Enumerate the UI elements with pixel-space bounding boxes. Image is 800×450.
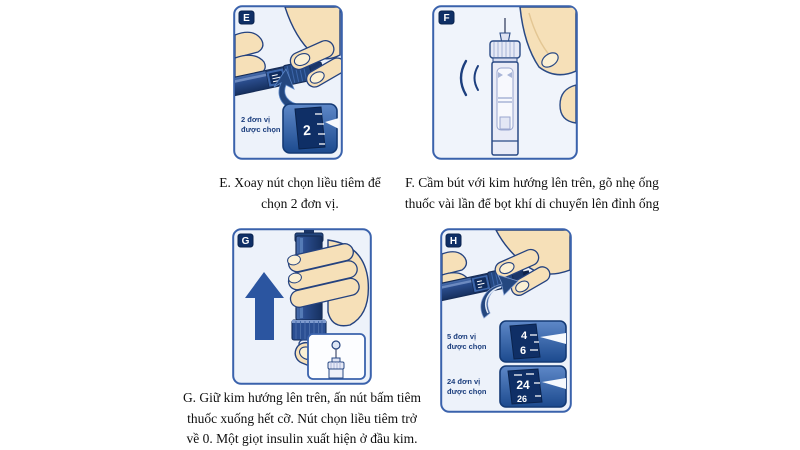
rotate-arrow-icon xyxy=(273,68,302,112)
panel-e-illustration: 2 2 đơn vị được chọn E xyxy=(233,5,343,160)
dose-window xyxy=(474,277,488,290)
step-badge-e: E xyxy=(238,10,255,25)
caption-g: G. Giữ kim hướng lên trên, ấn nút bấm ti… xyxy=(166,388,438,450)
inset1-label-line2: được chọn xyxy=(447,342,487,351)
inset-label-line1: 2 đơn vị xyxy=(241,115,270,124)
tap-motion-icon xyxy=(459,59,479,97)
dial-pointer xyxy=(325,118,339,129)
panel-e: 2 2 đơn vị được chọn E xyxy=(233,5,343,160)
dial-top: 4 xyxy=(521,330,528,342)
caption-g-line1: G. Giữ kim hướng lên trên, ấn nút bấm ti… xyxy=(182,390,422,405)
panel-h-illustration: 4 6 5 đơn vị được chọn 24 26 24 đ xyxy=(440,228,572,413)
left-hand xyxy=(235,31,266,80)
dial-pointer xyxy=(540,333,566,344)
caption-e-line1: E. Xoay nút chọn liều tiêm để xyxy=(219,175,381,190)
panel-f: F xyxy=(432,5,578,160)
inset1-label-line1: 5 đơn vị xyxy=(447,332,476,341)
step-letter: E xyxy=(243,13,250,24)
caption-g-line2: thuốc xuống hết cỡ. Nút chọn liều tiêm t… xyxy=(187,410,417,426)
panel-g: G xyxy=(232,228,372,385)
caption-f-line2: thuốc vài lần để bọt khí di chuyển lên đ… xyxy=(404,196,660,211)
panel-f-illustration: F xyxy=(432,5,578,160)
dose-inset-e: 2 xyxy=(282,103,339,154)
up-arrow-icon xyxy=(245,272,284,340)
step-badge-g: G xyxy=(237,233,254,248)
dose-inset-24: 24 26 xyxy=(499,365,567,408)
insulin-droplet-icon xyxy=(331,340,341,350)
inset2-label-line1: 24 đơn vị xyxy=(447,377,480,386)
insulin-pen-upright xyxy=(489,18,521,156)
rotate-arrow-icon xyxy=(480,274,519,319)
second-finger xyxy=(559,84,576,124)
right-hand xyxy=(284,7,341,88)
inset2-label-line2: được chọn xyxy=(447,387,487,396)
step-badge-f: F xyxy=(438,10,455,25)
step-letter: F xyxy=(443,13,449,24)
dial-bottom: 6 xyxy=(520,345,526,357)
step-letter: H xyxy=(450,236,457,247)
caption-f: F. Cầm bút với kim hướng lên trên, gõ nh… xyxy=(383,172,681,214)
tapping-finger xyxy=(519,7,576,76)
dose-inset-5: 4 6 xyxy=(499,320,567,363)
dial-value: 2 xyxy=(302,122,311,139)
panel-h: 4 6 5 đơn vị được chọn 24 26 24 đ xyxy=(440,228,572,413)
caption-e-line2: chọn 2 đơn vị. xyxy=(261,196,339,211)
droplet-inset xyxy=(307,333,366,380)
caption-e: E. Xoay nút chọn liều tiêm để chọn 2 đơn… xyxy=(190,172,410,214)
step-badge-h: H xyxy=(445,233,462,248)
step-letter: G xyxy=(242,236,250,247)
dial-bottom: 26 xyxy=(517,394,527,404)
caption-f-line1: F. Cầm bút với kim hướng lên trên, gõ nh… xyxy=(405,175,659,190)
dial-pointer xyxy=(542,378,566,389)
inset-label-line2: được chọn xyxy=(241,125,281,134)
caption-g-line3: về 0. Một giọt insulin xuất hiện ở đầu k… xyxy=(186,431,418,446)
dial-top: 24 xyxy=(516,378,530,392)
right-hand xyxy=(494,230,570,296)
panel-g-illustration: G xyxy=(232,228,372,385)
